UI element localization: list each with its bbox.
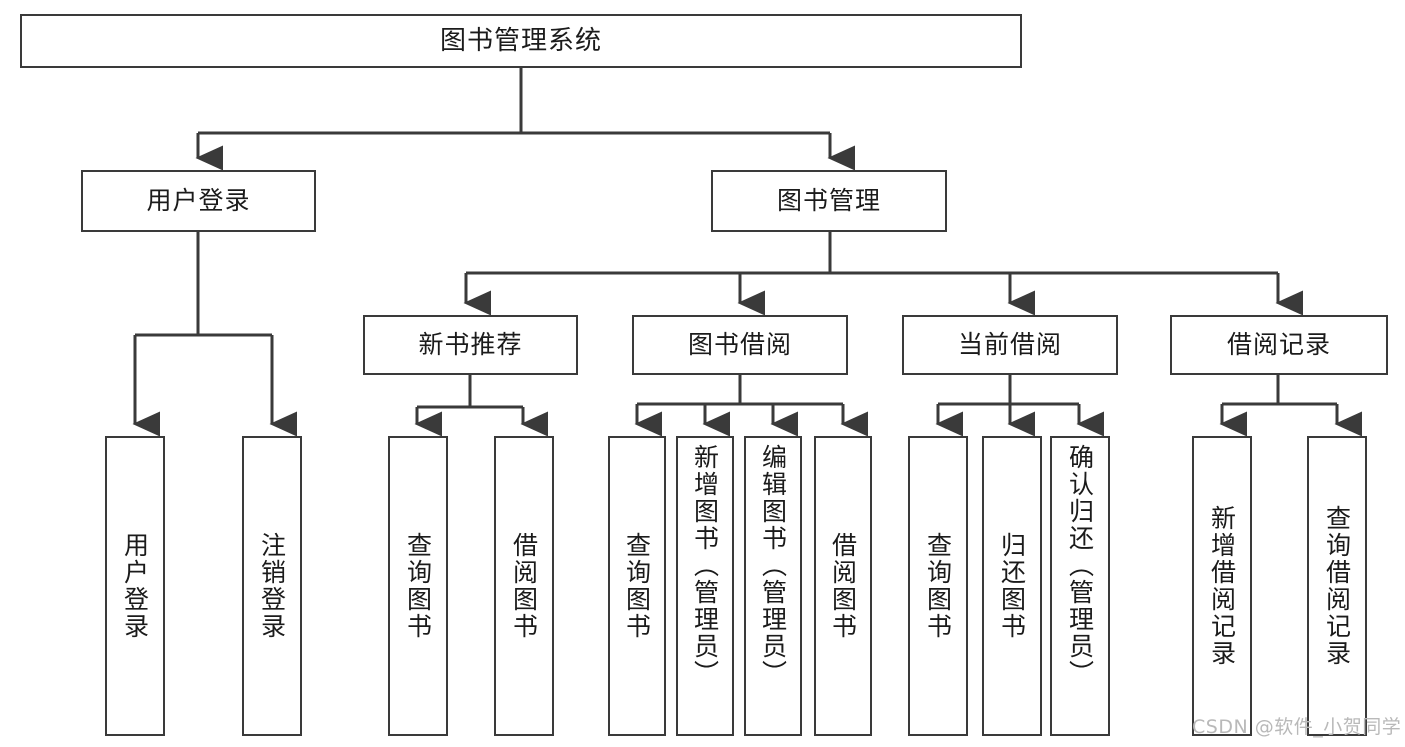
node-new-book-recommend[interactable]: 新书推荐 <box>363 315 578 375</box>
node-user-login-label: 用户登录 <box>146 186 251 216</box>
node-root-system[interactable]: 图书管理系统 <box>20 14 1022 68</box>
leaf-query-book-1-inner: 查询图书 <box>392 444 444 728</box>
leaf-add-book-admin-label: 新增图书（管理员） <box>690 444 720 687</box>
leaf-add-book-admin[interactable]: 新增图书（管理员） <box>676 436 734 736</box>
leaf-query-book-1[interactable]: 查询图书 <box>388 436 448 736</box>
leaf-query-borrow-record-label: 查询借阅记录 <box>1322 505 1352 667</box>
leaf-return-book-inner: 归还图书 <box>986 444 1038 728</box>
leaf-confirm-return-admin[interactable]: 确认归还（管理员） <box>1050 436 1110 736</box>
node-book-management[interactable]: 图书管理 <box>711 170 947 232</box>
leaf-return-book-label: 归还图书 <box>997 532 1027 640</box>
leaf-logout[interactable]: 注销登录 <box>242 436 302 736</box>
node-borrow-record[interactable]: 借阅记录 <box>1170 315 1388 375</box>
leaf-add-borrow-record-label: 新增借阅记录 <box>1207 505 1237 667</box>
leaf-edit-book-admin[interactable]: 编辑图书（管理员） <box>744 436 802 736</box>
leaf-add-borrow-record[interactable]: 新增借阅记录 <box>1192 436 1252 736</box>
leaf-query-book-2-inner: 查询图书 <box>612 444 662 728</box>
leaf-query-book-2-label: 查询图书 <box>622 532 652 640</box>
leaf-return-book[interactable]: 归还图书 <box>982 436 1042 736</box>
leaf-query-book-1-label: 查询图书 <box>403 532 433 640</box>
leaf-query-book-3-inner: 查询图书 <box>912 444 964 728</box>
watermark: CSDN @软件_小贺同学 <box>1192 716 1402 738</box>
leaf-borrow-book-1-inner: 借阅图书 <box>498 444 550 728</box>
leaf-user-login[interactable]: 用户登录 <box>105 436 165 736</box>
leaf-borrow-book-2-label: 借阅图书 <box>828 532 858 640</box>
leaf-user-login-inner: 用户登录 <box>109 444 161 728</box>
leaf-logout-inner: 注销登录 <box>246 444 298 728</box>
leaf-edit-book-admin-inner: 编辑图书（管理员） <box>748 444 798 728</box>
leaf-query-book-2[interactable]: 查询图书 <box>608 436 666 736</box>
leaf-confirm-return-admin-inner: 确认归还（管理员） <box>1054 444 1106 728</box>
leaf-borrow-book-2-inner: 借阅图书 <box>818 444 868 728</box>
node-root-system-label: 图书管理系统 <box>439 25 602 56</box>
leaf-user-login-label: 用户登录 <box>120 532 150 640</box>
leaf-borrow-book-1[interactable]: 借阅图书 <box>494 436 554 736</box>
leaf-query-borrow-record[interactable]: 查询借阅记录 <box>1307 436 1367 736</box>
leaf-query-book-3-label: 查询图书 <box>923 532 953 640</box>
leaf-query-borrow-record-inner: 查询借阅记录 <box>1311 444 1363 728</box>
leaf-borrow-book-1-label: 借阅图书 <box>509 532 539 640</box>
node-book-management-label: 图书管理 <box>776 186 881 216</box>
node-current-borrow[interactable]: 当前借阅 <box>902 315 1118 375</box>
node-book-borrow-label: 图书借阅 <box>687 330 792 360</box>
node-borrow-record-label: 借阅记录 <box>1226 330 1331 360</box>
leaf-query-book-3[interactable]: 查询图书 <box>908 436 968 736</box>
leaf-logout-label: 注销登录 <box>257 532 287 640</box>
node-current-borrow-label: 当前借阅 <box>957 330 1062 360</box>
leaf-edit-book-admin-label: 编辑图书（管理员） <box>758 444 788 687</box>
leaf-confirm-return-admin-label: 确认归还（管理员） <box>1065 444 1095 687</box>
leaf-add-book-admin-inner: 新增图书（管理员） <box>680 444 730 728</box>
leaf-borrow-book-2[interactable]: 借阅图书 <box>814 436 872 736</box>
node-book-borrow[interactable]: 图书借阅 <box>632 315 848 375</box>
node-user-login[interactable]: 用户登录 <box>81 170 316 232</box>
node-new-book-recommend-label: 新书推荐 <box>418 330 523 360</box>
leaf-add-borrow-record-inner: 新增借阅记录 <box>1196 444 1248 728</box>
